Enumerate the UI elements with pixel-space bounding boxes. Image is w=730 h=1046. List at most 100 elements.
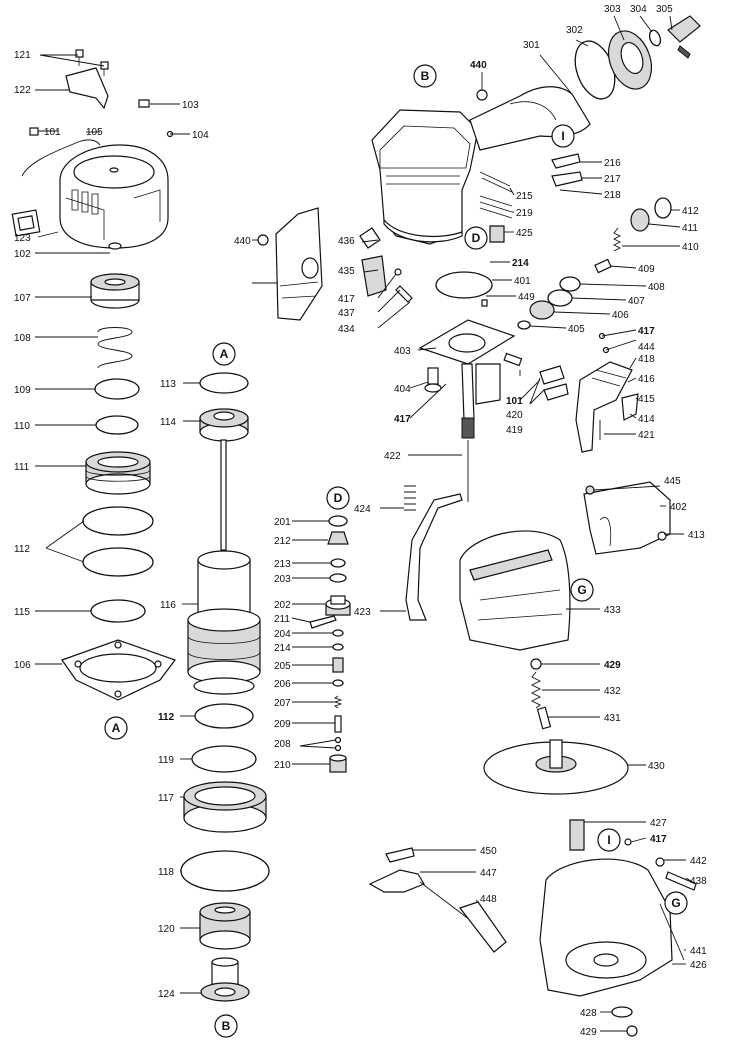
label-211: 211 xyxy=(274,614,290,625)
label-404: 404 xyxy=(394,384,411,395)
label-410: 410 xyxy=(682,242,699,253)
label-106: 106 xyxy=(14,660,31,671)
label-119: 119 xyxy=(158,755,174,766)
callout-i-handle: I xyxy=(551,124,575,148)
label-301: 301 xyxy=(523,40,540,51)
label-449: 449 xyxy=(518,292,535,303)
label-403: 403 xyxy=(394,346,411,357)
part-110-ring xyxy=(95,415,139,435)
label-406: 406 xyxy=(612,310,629,321)
label-113: 113 xyxy=(160,379,176,390)
cap-assembly xyxy=(11,49,176,701)
label-208: 208 xyxy=(274,739,291,750)
part-214-ring xyxy=(332,643,344,651)
label-101: 101 xyxy=(44,127,61,138)
label-116: 116 xyxy=(160,600,176,611)
part-305-air-plug xyxy=(667,15,701,43)
part-409-stem xyxy=(594,258,612,274)
part-118-ring xyxy=(180,850,270,892)
part-403-frame xyxy=(418,319,516,439)
label-202: 202 xyxy=(274,600,291,611)
part-113-ring xyxy=(199,372,249,394)
svg-text:B: B xyxy=(222,1019,231,1033)
label-123: 123 xyxy=(14,233,31,244)
part-401-oring xyxy=(435,271,493,299)
part-420-link xyxy=(539,365,565,385)
part-112-oring-a xyxy=(82,506,154,536)
part-102-cylinder-cap xyxy=(59,144,169,250)
label-218: 218 xyxy=(604,190,621,201)
label-412: 412 xyxy=(682,206,699,217)
part-404-bolt xyxy=(424,367,442,393)
part-number-labels: 121 122 103 101 105 104 123 102 107 108 … xyxy=(14,4,707,1038)
piston-cylinder-assembly xyxy=(180,372,270,1002)
part-419-link xyxy=(543,383,569,401)
part-449-screw xyxy=(481,299,488,307)
part-438-bolt xyxy=(665,871,697,891)
part-207-spring xyxy=(333,695,343,709)
label-430: 430 xyxy=(648,761,665,772)
label-201: 201 xyxy=(274,517,291,528)
callout-d-body: D xyxy=(464,226,488,250)
label-440-top: 440 xyxy=(470,60,487,71)
part-209-pin xyxy=(334,715,342,733)
label-424: 424 xyxy=(354,504,371,515)
part-450-key xyxy=(385,847,415,863)
svg-text:A: A xyxy=(220,347,229,361)
part-111-head-valve xyxy=(85,451,151,495)
part-210-bushing xyxy=(329,754,347,773)
part-423-pusher xyxy=(405,493,463,621)
label-427: 427 xyxy=(650,818,667,829)
part-416-trigger xyxy=(575,361,633,453)
label-105: 105 xyxy=(86,127,103,138)
part-415-lever xyxy=(621,393,639,421)
part-119-ring xyxy=(191,745,257,773)
label-214-valve: 214 xyxy=(274,643,291,654)
label-115: 115 xyxy=(14,607,30,618)
part-427-hub xyxy=(569,819,585,851)
callout-b-top: B xyxy=(413,64,437,88)
part-108-spring xyxy=(97,327,133,369)
part-201-ring xyxy=(328,515,348,527)
label-214-body: 214 xyxy=(512,258,529,269)
label-402: 402 xyxy=(670,502,687,513)
part-107-bumper xyxy=(90,273,140,309)
part-208-oring-b xyxy=(334,744,342,752)
part-217-plate xyxy=(551,171,583,187)
callout-a-top: A xyxy=(212,342,236,366)
part-412-ring xyxy=(654,197,672,219)
label-447: 447 xyxy=(480,868,497,879)
part-408-ring xyxy=(559,276,581,292)
label-302: 302 xyxy=(566,25,583,36)
callout-a-bottom: A xyxy=(104,716,128,740)
label-440-left: 440 xyxy=(234,236,251,247)
label-104: 104 xyxy=(192,130,209,141)
part-122-cover xyxy=(65,67,109,110)
part-205-stem xyxy=(332,657,344,673)
part-124-sleeve xyxy=(200,957,250,1002)
label-429-top: 429 xyxy=(604,660,621,671)
svg-text:D: D xyxy=(334,491,343,505)
part-116-cylinder xyxy=(187,550,261,695)
part-439-magazine-guard xyxy=(275,207,323,321)
part-447-wrench xyxy=(368,869,471,921)
part-417-pin-a xyxy=(394,268,402,276)
label-433: 433 xyxy=(604,605,621,616)
label-420: 420 xyxy=(506,410,523,421)
part-109-ring xyxy=(94,378,140,400)
label-216: 216 xyxy=(604,158,621,169)
part-431-shaft xyxy=(536,706,552,730)
part-430-plate xyxy=(483,739,629,795)
label-122: 122 xyxy=(14,85,31,96)
part-424-spring xyxy=(404,485,416,511)
label-422: 422 xyxy=(384,451,401,462)
label-431: 431 xyxy=(604,713,621,724)
label-408: 408 xyxy=(648,282,665,293)
label-114: 114 xyxy=(160,417,176,428)
part-213-ring xyxy=(330,558,346,568)
label-203: 203 xyxy=(274,574,291,585)
part-106-gasket xyxy=(61,639,176,701)
svg-text:G: G xyxy=(577,583,586,597)
label-450: 450 xyxy=(480,846,497,857)
label-212: 212 xyxy=(274,536,291,547)
